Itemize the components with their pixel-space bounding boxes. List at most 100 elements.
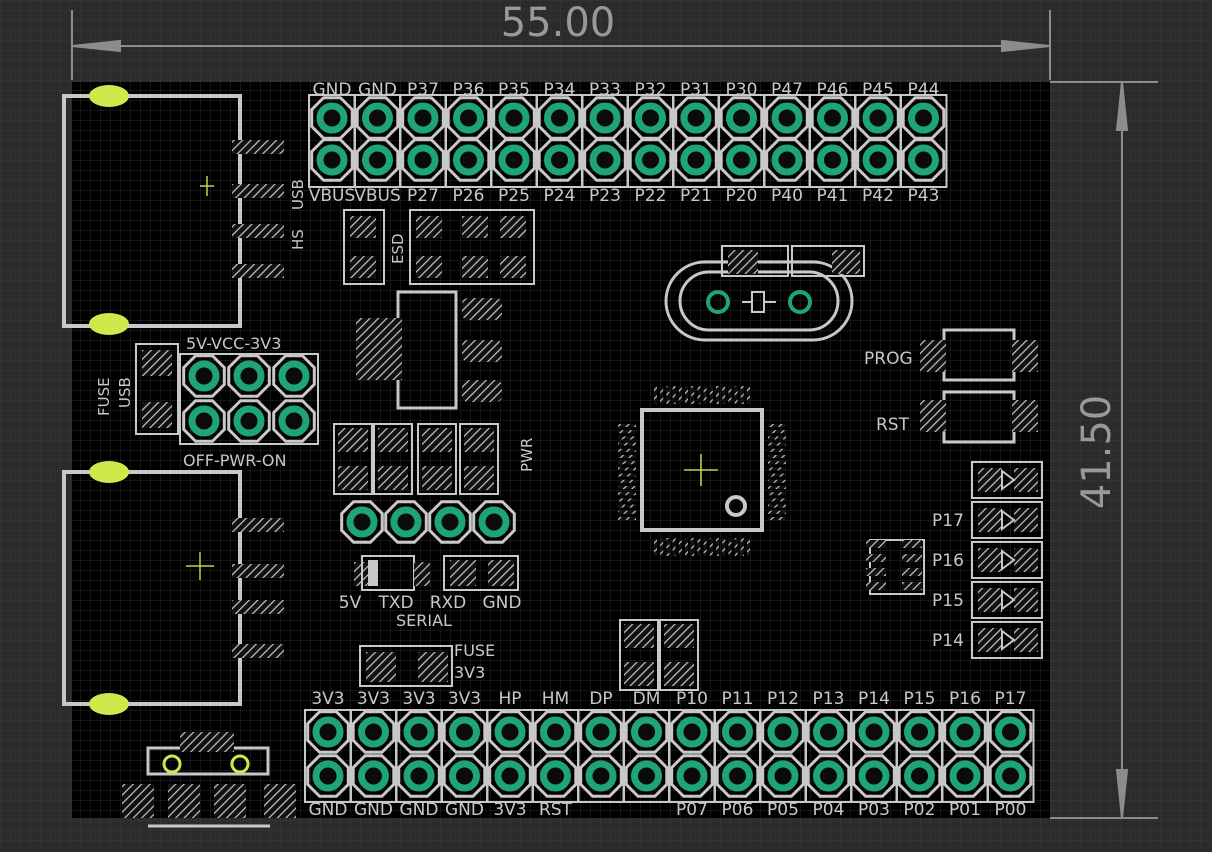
- power-jumper-pin[interactable]: [227, 399, 271, 443]
- top-header-pin-p31[interactable]: [674, 96, 718, 140]
- top-header-pin-p32[interactable]: [628, 96, 673, 140]
- bottom-header-pin-bottom[interactable]: [533, 754, 578, 798]
- bottom-header-pin-top[interactable]: [670, 710, 714, 754]
- bottom-header-pin-top[interactable]: [806, 710, 851, 754]
- bottom-header-pin-bottom[interactable]: [579, 754, 623, 798]
- bottom-header-pin-top[interactable]: [897, 710, 942, 754]
- bottom-header-pin-bottom[interactable]: [351, 754, 396, 798]
- top-header-pin-p42[interactable]: [856, 138, 900, 182]
- serial-pin[interactable]: [428, 500, 472, 544]
- bottom-header-pin-top[interactable]: [624, 710, 669, 754]
- serial-header[interactable]: [340, 500, 516, 544]
- serial-pin[interactable]: [472, 500, 516, 544]
- bottom-header-pin-bottom[interactable]: [897, 754, 942, 798]
- crystal-oscillator[interactable]: [664, 245, 865, 342]
- serial-pin[interactable]: [384, 500, 428, 544]
- power-jumper-pin[interactable]: [272, 399, 316, 443]
- power-select-jumpers[interactable]: [179, 353, 319, 445]
- voltage-regulator[interactable]: [356, 290, 502, 410]
- bottom-header-pin-top[interactable]: [761, 710, 805, 754]
- usb-top-mount-pad-2[interactable]: [89, 313, 129, 335]
- top-pin-header[interactable]: GNDVBUSGNDVBUSP37P27P36P26P35P25P34P24P3…: [308, 80, 948, 206]
- bottom-capacitors[interactable]: [619, 619, 699, 691]
- usb-bottom-mount-pad-2[interactable]: [89, 693, 129, 715]
- bottom-header-pin-top[interactable]: [306, 710, 350, 754]
- bottom-header-pin-bottom[interactable]: [488, 754, 532, 798]
- bottom-header-pin-top[interactable]: [715, 710, 760, 754]
- led-label: P14: [932, 631, 964, 651]
- bottom-header-pin-bottom[interactable]: [988, 754, 1033, 798]
- fuse-3v3[interactable]: [359, 645, 453, 687]
- top-header-pin-vbus[interactable]: [310, 138, 354, 182]
- power-jumper-pin[interactable]: [227, 354, 271, 398]
- usb-fuse[interactable]: [135, 343, 179, 435]
- top-header-pin-p25[interactable]: [492, 138, 536, 182]
- status-leds[interactable]: [971, 461, 1043, 659]
- top-header-pin-p22[interactable]: [628, 138, 673, 182]
- bottom-header-label: P15: [904, 689, 936, 709]
- power-jumper-pin[interactable]: [182, 354, 226, 398]
- bottom-header-pin-top[interactable]: [533, 710, 578, 754]
- bottom-header-pin-top[interactable]: [943, 710, 987, 754]
- bottom-header-bottom-label: P04: [813, 800, 845, 820]
- top-header-pin-p23[interactable]: [583, 138, 627, 182]
- bottom-header-pin-bottom[interactable]: [670, 754, 714, 798]
- top-header-pin-p20[interactable]: [719, 138, 764, 182]
- top-header-pin-p43[interactable]: [901, 138, 946, 182]
- micro-usb-connector[interactable]: [122, 732, 296, 828]
- serial-pin[interactable]: [340, 500, 384, 544]
- bottom-header-pin-bottom[interactable]: [943, 754, 987, 798]
- top-header-pin-p45[interactable]: [856, 96, 900, 140]
- top-header-pin-p33[interactable]: [583, 96, 627, 140]
- bottom-header-pin-top[interactable]: [442, 710, 487, 754]
- top-header-pin-gnd[interactable]: [355, 96, 400, 140]
- top-header-pin-p47[interactable]: [765, 96, 809, 140]
- top-header-pin-p30[interactable]: [719, 96, 764, 140]
- usb-connector-top[interactable]: [62, 94, 242, 328]
- bottom-header-pin-bottom[interactable]: [806, 754, 851, 798]
- power-jumper-pin[interactable]: [182, 399, 226, 443]
- bottom-header-pin-bottom[interactable]: [624, 754, 669, 798]
- rst-button[interactable]: [920, 390, 1038, 444]
- bottom-header-pin-top[interactable]: [579, 710, 623, 754]
- bottom-header-pin-top[interactable]: [351, 710, 396, 754]
- top-header-pin-vbus[interactable]: [355, 138, 400, 182]
- bottom-header-pin-bottom[interactable]: [442, 754, 487, 798]
- top-header-pin-p36[interactable]: [446, 96, 491, 140]
- resistor-array[interactable]: [866, 539, 925, 595]
- bottom-header-pin-bottom[interactable]: [306, 754, 350, 798]
- bottom-header-pin-bottom[interactable]: [852, 754, 896, 798]
- top-header-pin-p24[interactable]: [537, 138, 582, 182]
- prog-button[interactable]: [920, 328, 1038, 382]
- top-header-pin-p26[interactable]: [446, 138, 491, 182]
- bottom-header-pin-top[interactable]: [488, 710, 532, 754]
- top-header-pin-p40[interactable]: [765, 138, 809, 182]
- prog-label: PROG: [864, 349, 913, 369]
- mcu-qfp-chip[interactable]: [618, 386, 786, 556]
- bottom-header-pin-top[interactable]: [397, 710, 441, 754]
- top-header-pin-p21[interactable]: [674, 138, 718, 182]
- usb-top-mount-pad-1[interactable]: [89, 85, 129, 107]
- serial-leds[interactable]: [354, 555, 519, 591]
- top-header-pin-p44[interactable]: [901, 96, 946, 140]
- bottom-header-pin-bottom[interactable]: [761, 754, 805, 798]
- esd-components[interactable]: [343, 209, 535, 285]
- power-led-row[interactable]: [333, 423, 499, 495]
- power-jumper-pin[interactable]: [272, 354, 316, 398]
- usb-bottom-mount-pad-1[interactable]: [89, 461, 129, 483]
- bottom-header-pin-bottom[interactable]: [397, 754, 441, 798]
- top-header-label: P45: [862, 80, 894, 100]
- top-header-pin-p35[interactable]: [492, 96, 536, 140]
- top-header-pin-p34[interactable]: [537, 96, 582, 140]
- top-header-pin-p37[interactable]: [401, 96, 445, 140]
- bottom-header-pin-top[interactable]: [988, 710, 1033, 754]
- top-header-pin-p27[interactable]: [401, 138, 445, 182]
- top-header-pin-gnd[interactable]: [310, 96, 354, 140]
- top-header-pin-p46[interactable]: [810, 96, 855, 140]
- usb-connector-bottom[interactable]: [62, 470, 242, 706]
- bottom-header-pin-top[interactable]: [852, 710, 896, 754]
- bottom-header-pin-bottom[interactable]: [715, 754, 760, 798]
- top-header-pin-p41[interactable]: [810, 138, 855, 182]
